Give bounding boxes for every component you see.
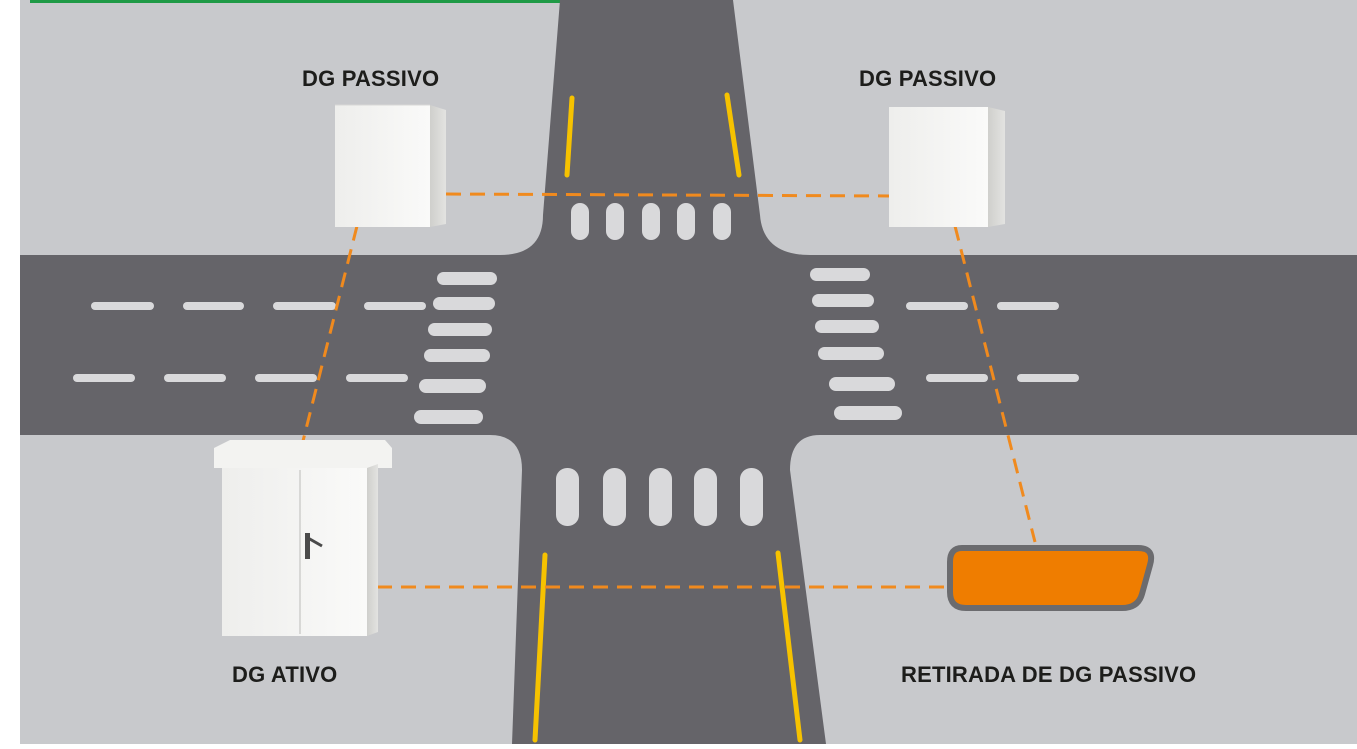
label-removed-cabinet: RETIRADA DE DG PASSIVO [901, 662, 1197, 687]
label-passive-cabinet-top-left: DG PASSIVO [302, 66, 440, 91]
crosswalk-stripe [642, 203, 660, 240]
handle-lever-icon [307, 536, 323, 548]
crosswalk-top [571, 203, 731, 240]
crosswalk-stripe [649, 468, 672, 526]
crosswalk-stripe [556, 468, 579, 526]
crosswalk-stripe [818, 347, 884, 360]
center-lines [532, 92, 803, 743]
roads [20, 0, 1357, 744]
crosswalk-stripe [414, 410, 483, 424]
center-line [564, 95, 575, 178]
crosswalk-stripe [677, 203, 695, 240]
crosswalk-stripe [428, 323, 492, 336]
center-line [532, 552, 548, 743]
passive-cabinet-top-right [889, 107, 1005, 227]
cabinet-front [889, 107, 988, 227]
crosswalk-stripe [815, 320, 879, 333]
connection-line [953, 225, 1037, 543]
crosswalk-stripe [812, 294, 874, 307]
label-active-cabinet: DG ATIVO [232, 662, 338, 687]
crosswalk-bottom [556, 468, 763, 526]
crosswalk-stripe [571, 203, 589, 240]
center-line [775, 550, 803, 743]
crosswalk-stripe [694, 468, 717, 526]
crosswalk-stripe [740, 468, 763, 526]
cabinet-side [988, 107, 1005, 227]
active-cabinet-bottom-left [214, 440, 392, 636]
lane-dashes [73, 302, 1079, 382]
crosswalk-stripe [810, 268, 870, 281]
center-line [724, 92, 742, 178]
crosswalk-left [414, 272, 497, 424]
crosswalk-stripe [437, 272, 497, 285]
connection-lines [300, 192, 1037, 589]
crosswalk-stripe [606, 203, 624, 240]
cabinet-side [367, 464, 378, 636]
removed-marker-shape [947, 545, 1155, 611]
handle-icon [305, 533, 310, 559]
cabinet-top [214, 440, 392, 468]
connection-line [300, 225, 359, 446]
connection-line [445, 192, 893, 198]
crosswalk-right [810, 268, 902, 420]
crosswalk-stripe [419, 379, 486, 393]
road-surface [20, 0, 1357, 744]
crosswalk-stripe [433, 297, 495, 310]
cabinet-side [430, 105, 446, 227]
removed-cabinet-marker [947, 545, 1155, 611]
passive-cabinet-top-left [335, 104, 446, 227]
crosswalk-stripe [713, 203, 731, 240]
label-passive-cabinet-top-right: DG PASSIVO [859, 66, 997, 91]
cabinet-front [222, 468, 367, 636]
cabinet-front [335, 105, 430, 227]
crosswalk-stripe [829, 377, 895, 391]
crosswalk-stripe [834, 406, 902, 420]
crosswalk-stripe [603, 468, 626, 526]
header-strip [30, 0, 680, 3]
crosswalk-stripe [424, 349, 490, 362]
